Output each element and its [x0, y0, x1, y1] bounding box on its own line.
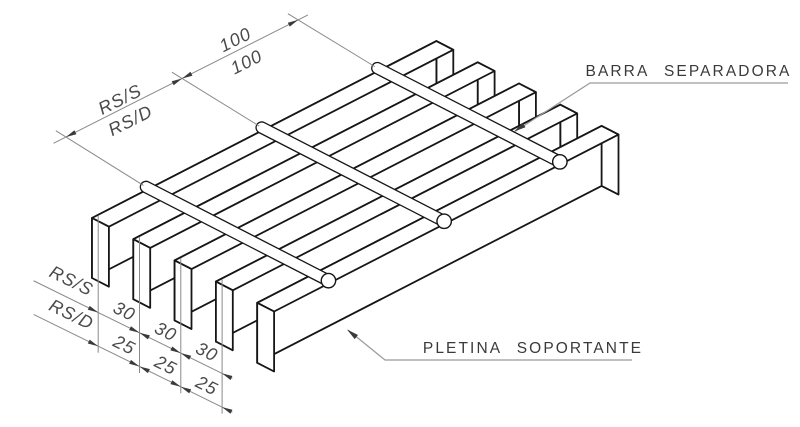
bottom-dimension-value: 25	[109, 331, 138, 359]
separator-bar-end-circle	[436, 213, 453, 230]
separator-bar-body	[141, 182, 330, 284]
separator-bars-group	[139, 61, 568, 289]
pletina-bar-face	[132, 238, 152, 309]
dimension-arrow	[66, 130, 77, 137]
dimension-arrow	[87, 339, 99, 347]
dimension-arrow	[87, 305, 99, 313]
pletina-bar-face	[256, 301, 276, 373]
support-plate-leader-line	[347, 329, 632, 361]
dimension-arrow	[222, 373, 233, 380]
dimension-arrow	[222, 407, 233, 414]
dimension-arrow	[139, 366, 150, 374]
top-dimension-extension-line	[55, 130, 144, 186]
dimension-arrow	[180, 353, 192, 360]
dimension-arrow	[287, 19, 299, 27]
pletina-bar-face	[91, 217, 110, 288]
dimension-arrow	[139, 332, 150, 340]
top-dimension-extension-line	[171, 71, 260, 127]
bottom-dimension-row-label: RS/D	[46, 295, 97, 334]
separator-bar-body	[256, 122, 446, 225]
separator-bar-label: BARRA SEPARADORA	[586, 63, 792, 80]
bottom-dimension-value: 25	[151, 351, 180, 379]
bottom-dimension-value: 25	[192, 371, 221, 399]
separator-bar-end-circle	[320, 272, 337, 289]
dimension-arrow	[170, 346, 181, 354]
dimension-arrow	[129, 359, 140, 367]
top-dimension-extension-line	[287, 13, 376, 68]
dimension-arrow	[171, 78, 183, 86]
separator-bar-leader-line	[514, 82, 788, 133]
separator-bar-leader-arrow	[514, 122, 526, 132]
support-plate-label: PLETINA SOPORTANTE	[423, 340, 643, 357]
separator-bar-end-circle	[551, 153, 568, 170]
dimension-arrow	[129, 326, 140, 333]
leader-arrow	[347, 329, 358, 340]
support-plate-leader-arrow	[347, 329, 358, 340]
dimension-arrow	[180, 386, 192, 394]
bottom-dimension-row-label: RS/S	[46, 262, 96, 300]
pletina-bar-face	[173, 259, 193, 331]
dimension-arrow	[182, 71, 193, 79]
dimension-arrow	[170, 380, 181, 387]
pletina-bar-face	[214, 280, 234, 352]
support-plate-callout: PLETINA SOPORTANTE	[347, 329, 643, 361]
leader-arrow	[514, 122, 526, 132]
separator-bar-callout: BARRA SEPARADORA	[514, 63, 792, 133]
separator-bar-body	[372, 63, 562, 166]
